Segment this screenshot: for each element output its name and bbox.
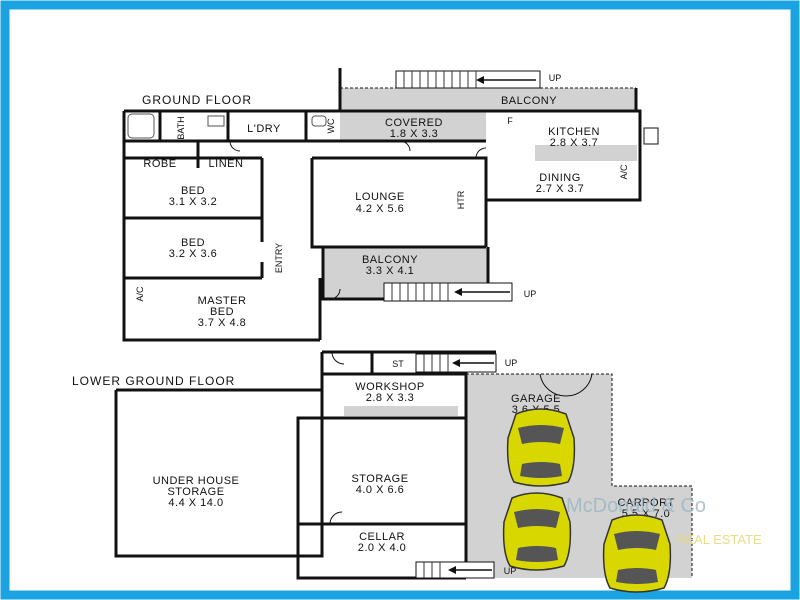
watermark-brand: McDonald & Co (566, 495, 706, 517)
cooktop (643, 127, 659, 145)
balcony-top-label: BALCONY (501, 95, 557, 107)
bed1-dim: 3.1 X 3.2 (169, 196, 218, 208)
under-house-dim: 4.4 X 14.0 (168, 497, 223, 509)
linen-label: LINEN (209, 158, 244, 170)
garage-label: GARAGE (511, 393, 561, 405)
wc-label: WC (326, 118, 336, 133)
st-label: ST (392, 359, 404, 369)
covered-dim: 1.8 X 3.3 (390, 128, 439, 140)
storage-label: STORAGE (351, 473, 408, 485)
top-stairs (395, 70, 541, 89)
workshop-dim: 2.8 X 3.3 (366, 392, 415, 404)
stair-up-label-4: UP (504, 566, 517, 576)
kitchen-bench (535, 145, 637, 161)
lower-ground-floor-title: LOWER GROUND FLOOR (72, 374, 235, 388)
ac-label-dining: A/C (619, 164, 629, 180)
arrow-left-icon (454, 288, 462, 296)
covered-area (340, 112, 486, 140)
balcony-mid-label: BALCONY (362, 254, 418, 266)
robe-label: ROBE (143, 158, 176, 170)
door-swing-icon (399, 140, 411, 152)
heater-label: HTR (456, 190, 466, 209)
workshop-bench (344, 406, 458, 416)
workshop-label: WORKSHOP (355, 381, 424, 393)
master-dim: 3.7 X 4.8 (198, 317, 247, 329)
st-stairs (415, 353, 497, 373)
storage-dim: 4.0 X 6.6 (356, 484, 405, 496)
ground-floor-walls (122, 68, 642, 342)
cellar-label: CELLAR (359, 531, 405, 543)
lower-floor-walls (114, 350, 693, 580)
laundry-tub (207, 115, 225, 127)
door-swing-icon (229, 140, 241, 152)
bed2-dim: 3.2 X 3.6 (169, 248, 218, 260)
bed2-label: BED (181, 237, 205, 249)
ground-floor-title: GROUND FLOOR (142, 93, 252, 107)
laundry-label: L'DRY (247, 123, 281, 135)
balcony-mid-dim: 3.3 X 4.1 (366, 265, 415, 277)
door-swing-icon (329, 511, 343, 525)
bath-label: BATH (176, 116, 186, 139)
car-icon (602, 514, 672, 593)
carport-label: CARPORT (617, 497, 674, 509)
stair-up-label-2: UP (524, 289, 537, 299)
under-house-label-1: UNDER HOUSE (153, 475, 240, 487)
dining-label: DINING (539, 172, 581, 184)
master-bed-label: BED (210, 306, 234, 318)
dining-dim: 2.7 X 3.7 (536, 183, 585, 195)
ac-label-bed: A/C (135, 286, 145, 302)
lounge-label: LOUNGE (355, 191, 404, 203)
arrow-left-icon (448, 566, 456, 574)
balcony-stairs (383, 282, 513, 302)
car-icon (506, 408, 576, 487)
arrow-left-icon (452, 359, 460, 367)
kitchen-label: KITCHEN (548, 126, 600, 138)
door-swing-icon (475, 147, 487, 159)
cellar-dim: 2.0 X 4.0 (358, 542, 407, 554)
watermark-sub: REAL ESTATE (676, 532, 762, 547)
car-icon (502, 492, 572, 571)
balcony-top-area (340, 88, 636, 111)
lounge-dim: 4.2 X 5.6 (356, 203, 405, 215)
entry-label: ENTRY (274, 243, 284, 273)
toilet (311, 115, 327, 127)
door-swing-icon (539, 373, 567, 397)
under-house-label-2: STORAGE (167, 486, 224, 498)
bathtub (127, 113, 155, 139)
bottom-stairs (415, 561, 495, 579)
master-label: MASTER (198, 295, 247, 307)
door-swing-icon (331, 351, 345, 365)
stair-up-label-1: UP (549, 73, 562, 83)
arrow-left-icon (476, 76, 484, 84)
door-swing-icon (329, 288, 341, 300)
door-swing-icon (565, 373, 593, 397)
stair-up-label-3: UP (505, 358, 518, 368)
kitchen-dim: 2.8 X 3.7 (550, 137, 599, 149)
fridge-label: F (507, 116, 513, 126)
bed1-label: BED (181, 185, 205, 197)
covered-label: COVERED (385, 117, 443, 129)
